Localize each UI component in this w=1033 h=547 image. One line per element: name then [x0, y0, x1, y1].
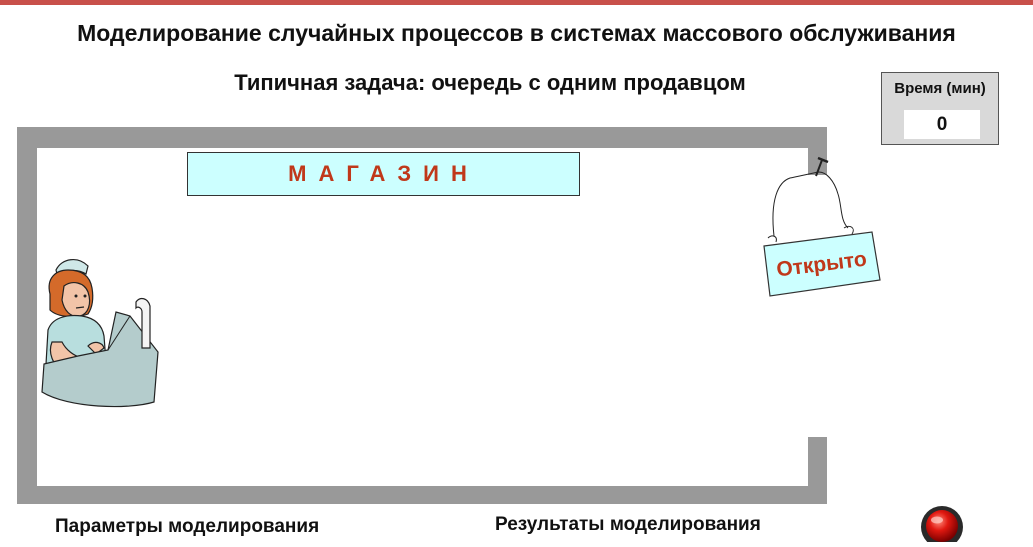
store-wall-top [17, 127, 827, 148]
simulation-parameters-button[interactable]: Параметры моделирования [55, 516, 320, 537]
shop-sign: МАГАЗИН [187, 152, 580, 196]
page-title: Моделирование случайных процессов в сист… [77, 20, 956, 46]
red-round-button-icon [921, 506, 963, 547]
clerk-illustration [38, 252, 168, 417]
cashier-clerk-icon [41, 259, 159, 408]
open-sign-icon: Открыто [763, 156, 881, 297]
time-panel: Время (мин) 0 [881, 72, 999, 145]
time-label: Время (мин) [894, 80, 986, 97]
store-wall-right-lower [808, 437, 827, 504]
time-value: 0 [904, 110, 980, 139]
store-wall-right-upper [808, 127, 827, 175]
run-button[interactable] [920, 505, 964, 547]
store-interior [37, 148, 808, 486]
top-accent-bar [0, 0, 1033, 5]
simulation-results-button[interactable]: Результаты моделирования [495, 514, 761, 535]
page-subtitle: Типичная задача: очередь с одним продавц… [234, 70, 746, 95]
open-sign: Открыто [760, 150, 885, 305]
store-wall-left [17, 127, 37, 504]
store-wall-bottom [17, 486, 827, 504]
